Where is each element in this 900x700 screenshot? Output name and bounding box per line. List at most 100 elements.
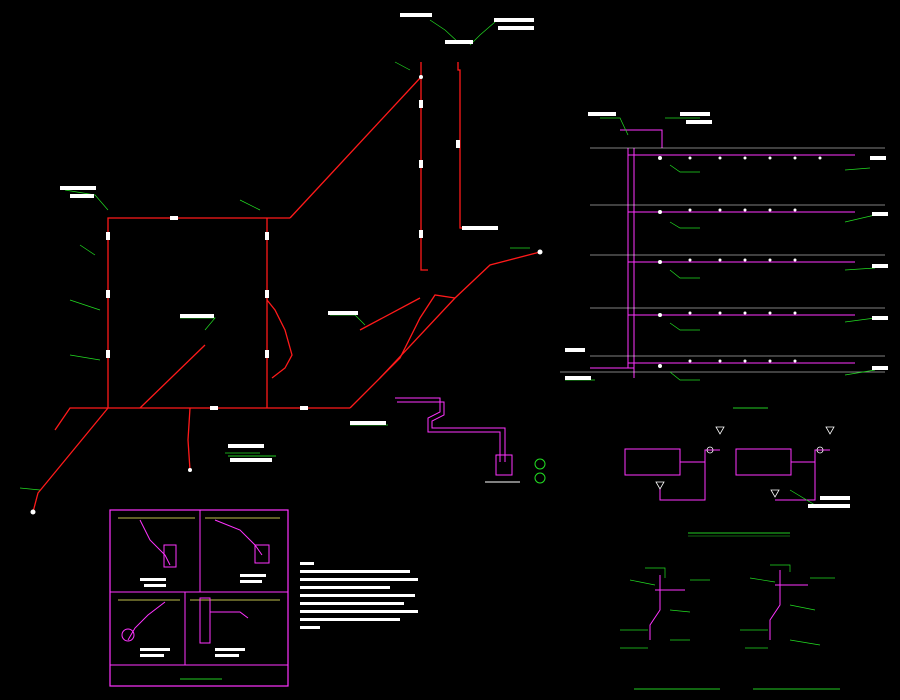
notes-line <box>300 586 390 589</box>
sprinkler-head <box>768 258 772 262</box>
label-bar <box>445 40 473 44</box>
pipe-top-diagonal <box>289 76 422 219</box>
leader-line <box>669 322 700 331</box>
leader-line <box>669 269 700 279</box>
riser-bottom-feed <box>590 367 635 378</box>
valve-icon <box>715 426 725 435</box>
isometric-fittings <box>30 75 543 515</box>
pipe-top-branch <box>420 62 428 271</box>
detail-sketch <box>199 597 211 644</box>
sprinkler-head <box>768 311 772 315</box>
label-bar <box>228 444 264 448</box>
pipe-center-link <box>359 297 421 331</box>
sprinkler-head <box>718 359 722 363</box>
label-bar <box>140 654 164 657</box>
detail-sketch <box>210 611 249 619</box>
label-bar <box>215 648 245 651</box>
leader-line <box>19 487 41 491</box>
equipment-pipe <box>680 449 720 463</box>
label-bar <box>820 496 850 500</box>
pump-pipe-2 <box>397 401 506 462</box>
pump-pipe <box>395 397 501 462</box>
leader-line <box>770 564 791 572</box>
valve-icon <box>706 446 714 454</box>
sprinkler-head <box>718 208 722 212</box>
label-bar <box>872 212 888 216</box>
equipment-pipe <box>791 449 830 463</box>
notes-line <box>300 578 418 581</box>
label-bar <box>60 186 96 190</box>
pump-body <box>495 454 513 476</box>
pump-motor-icon <box>534 458 546 470</box>
leader-line <box>69 354 101 361</box>
sprinkler-head <box>658 313 662 317</box>
label-bar <box>140 648 170 651</box>
sprinkler-head <box>818 156 822 160</box>
sprinkler-head <box>793 258 797 262</box>
leader-line <box>69 299 101 311</box>
equipment-box-left <box>624 448 681 476</box>
sprinkler-head <box>658 156 662 160</box>
sprinkler-head <box>743 258 747 262</box>
sprinkler-head <box>688 208 692 212</box>
fitting-node <box>188 468 192 472</box>
label-bar <box>180 314 214 318</box>
sprinkler-head <box>688 156 692 160</box>
detail-sketch <box>214 519 263 556</box>
leader-line <box>79 244 96 256</box>
leader-line <box>844 317 876 323</box>
fitting-marker <box>170 216 178 220</box>
fitting-marker <box>265 232 269 240</box>
leader-line <box>330 314 366 326</box>
detail-sketch <box>139 519 171 566</box>
pipe-center-diag <box>379 294 456 379</box>
detail-sketch <box>121 628 135 642</box>
label-bar <box>462 226 498 230</box>
leader-line <box>394 61 411 71</box>
fitting-marker <box>106 350 110 358</box>
sprinkler-head <box>688 359 692 363</box>
fitting-marker <box>106 232 110 240</box>
pipe-main-top <box>107 217 350 409</box>
leader-line <box>239 199 261 211</box>
sprinkler-head <box>768 156 772 160</box>
isometric-annotations <box>19 19 530 491</box>
notes-line <box>300 618 400 621</box>
small-detail-left <box>620 567 720 690</box>
leader-line <box>64 189 109 211</box>
pipe-right-diagonal <box>349 251 541 409</box>
sprinkler-head <box>658 210 662 214</box>
leader-line <box>669 164 700 173</box>
equipment-detail <box>624 426 850 537</box>
sprinkler-head <box>718 258 722 262</box>
sprinkler-head <box>793 359 797 363</box>
leader-line <box>844 167 871 171</box>
pump-assembly <box>395 397 506 462</box>
label-bar <box>808 504 850 508</box>
leader-line <box>669 221 700 229</box>
notes-line <box>300 594 415 597</box>
fitting-marker <box>106 290 110 298</box>
pipe-bottom-drop <box>187 407 191 471</box>
label-bar <box>565 348 585 352</box>
leader-line <box>469 21 496 46</box>
notes-line <box>300 602 404 605</box>
valve-icon <box>816 446 824 454</box>
fitting-node <box>537 249 543 255</box>
fitting-marker <box>265 350 269 358</box>
label-bar <box>872 264 888 268</box>
detail-pipe <box>649 575 661 640</box>
label-bar <box>872 316 888 320</box>
leader-line <box>629 579 656 586</box>
install-frame-border <box>109 509 289 687</box>
valve-icon <box>655 481 665 490</box>
pipe-top-riser <box>457 62 478 229</box>
sprinkler-head <box>658 260 662 264</box>
fitting-node <box>30 509 36 515</box>
isometric-label-bars <box>60 13 534 462</box>
sprinkler-head <box>718 311 722 315</box>
label-bar <box>686 120 712 124</box>
pump-unit <box>485 454 546 484</box>
pump-motor-icon <box>534 472 546 484</box>
leader-line <box>789 639 821 646</box>
